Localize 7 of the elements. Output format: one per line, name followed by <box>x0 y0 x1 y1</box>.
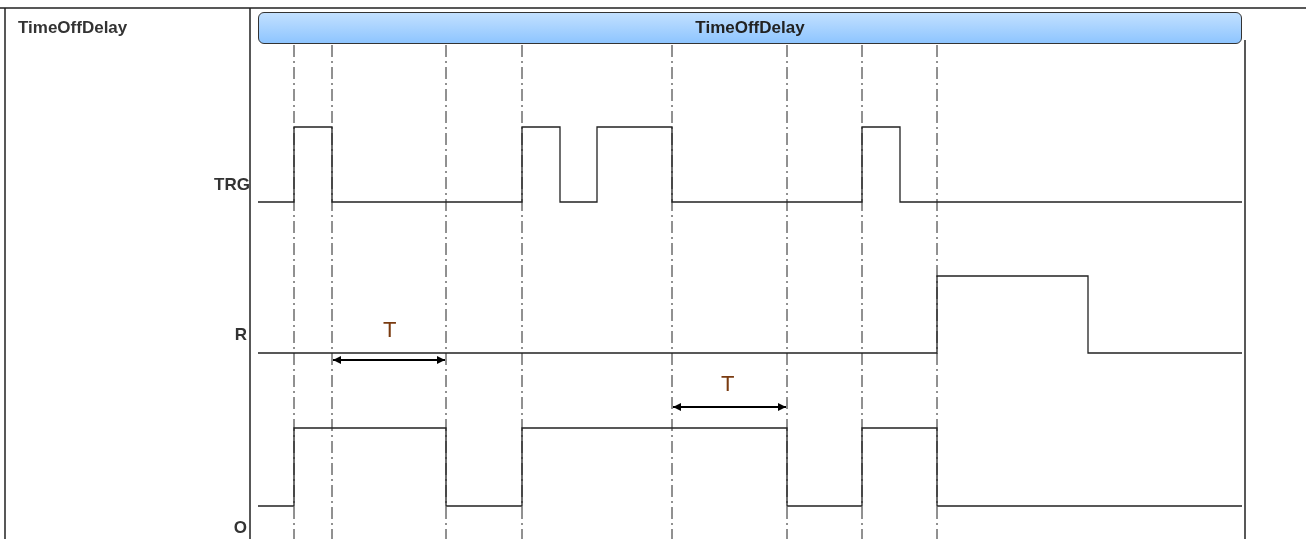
header-band: TimeOffDelay <box>258 12 1242 44</box>
signal-name: TRG <box>214 175 250 195</box>
row-title: TimeOffDelay <box>18 18 128 38</box>
signal-name: R <box>234 325 247 345</box>
dimension-label: T <box>383 318 397 342</box>
signal-name: O <box>233 518 247 538</box>
dimension-label: T <box>721 372 735 396</box>
